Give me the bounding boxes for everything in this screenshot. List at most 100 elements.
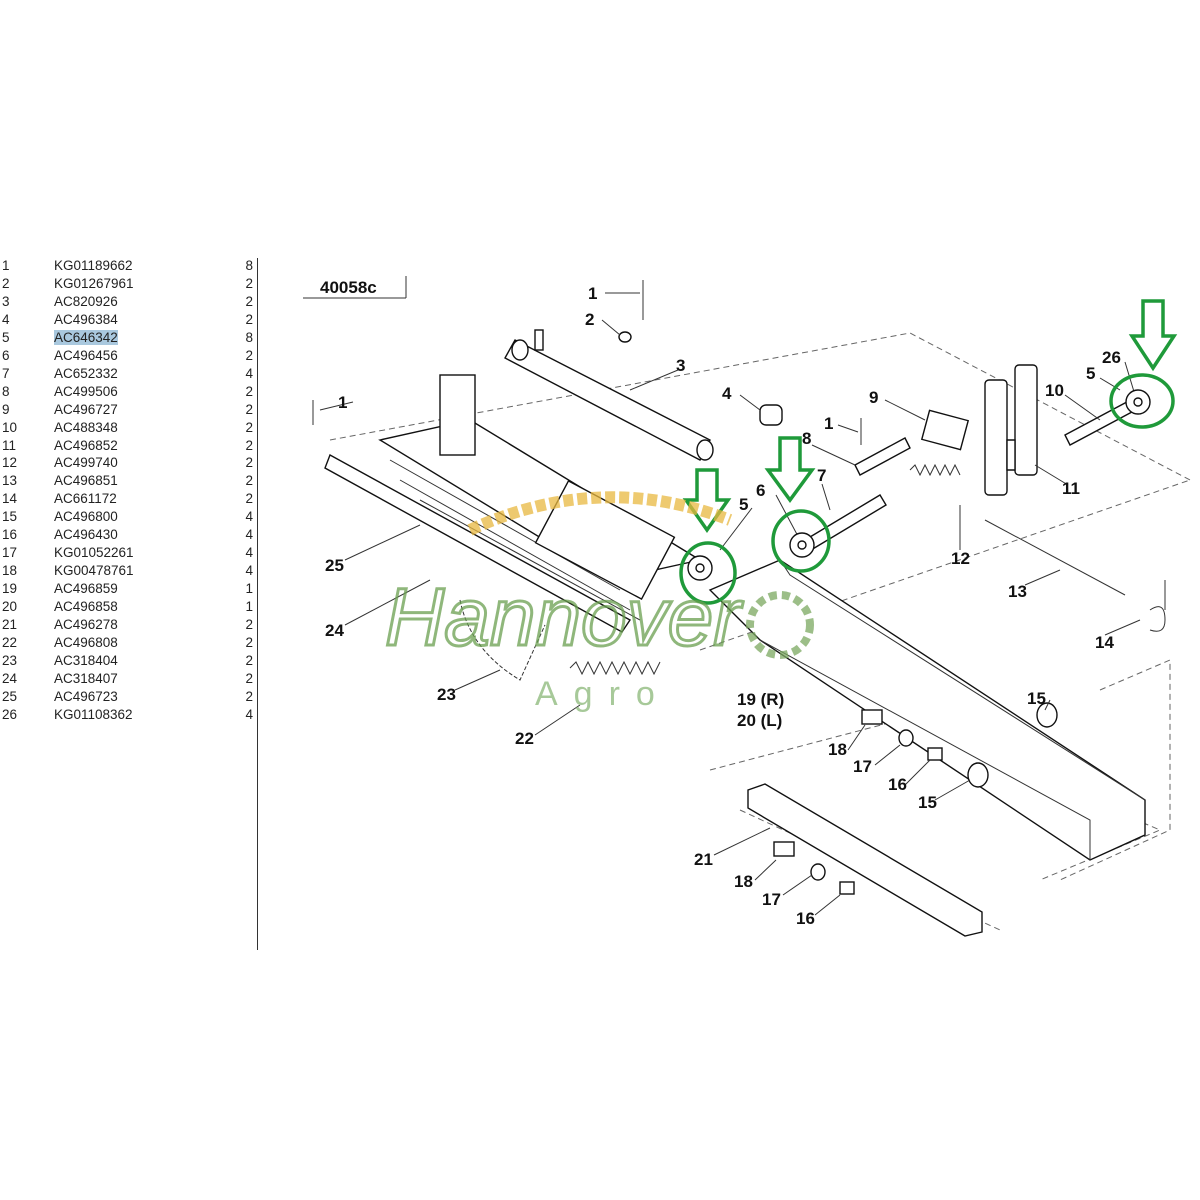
- callout: 17: [762, 890, 781, 909]
- quantity: 2: [245, 275, 253, 291]
- part-code[interactable]: AC496278: [54, 617, 118, 632]
- diagram-id: 40058c: [320, 278, 377, 297]
- parts-list-row[interactable]: 26 KG01108362 4: [0, 707, 258, 725]
- part-code[interactable]: KG01052261: [54, 545, 134, 561]
- part-code[interactable]: AC496808: [54, 634, 118, 650]
- position-number: 2: [2, 275, 10, 291]
- quantity: 2: [245, 347, 253, 363]
- pin: [804, 494, 887, 551]
- quantity: 2: [245, 652, 253, 668]
- spring: [909, 463, 961, 477]
- callout: 25: [325, 556, 344, 575]
- part-code[interactable]: AC661172: [54, 491, 117, 507]
- callout: 18: [734, 872, 753, 891]
- parts-list-row[interactable]: 2 KG01267961 2: [0, 276, 258, 294]
- position-number: 26: [2, 706, 18, 722]
- hydraulic-cylinder: [504, 329, 714, 461]
- callout: 6: [756, 481, 765, 500]
- parts-list-row[interactable]: 21 AC496278 2: [0, 617, 258, 635]
- part-code[interactable]: AC496456: [54, 347, 118, 363]
- part-code[interactable]: AC496727: [54, 401, 118, 417]
- highlight-circle: [771, 509, 831, 573]
- callout: 20 (L): [737, 711, 782, 730]
- position-number: 21: [2, 617, 18, 632]
- quantity: 2: [245, 437, 253, 453]
- quantity: 2: [245, 617, 253, 632]
- part-code[interactable]: AC499506: [54, 383, 118, 399]
- quantity: 2: [245, 383, 253, 399]
- callout: 13: [1008, 582, 1027, 601]
- part-code[interactable]: AC496384: [54, 311, 118, 327]
- part-code[interactable]: AC499740: [54, 455, 118, 471]
- part-code[interactable]: AC496852: [54, 437, 118, 453]
- position-number: 20: [2, 599, 18, 615]
- position-number: 17: [2, 545, 18, 561]
- callout: 16: [888, 775, 907, 794]
- watermark-logo: Hannover Agro: [384, 491, 814, 713]
- callout: 12: [951, 549, 970, 568]
- position-number: 18: [2, 563, 18, 579]
- position-number: 6: [2, 347, 10, 363]
- part-code[interactable]: AC318407: [54, 670, 118, 686]
- part-code[interactable]: KG01108362: [54, 706, 133, 722]
- quantity: 2: [245, 670, 253, 686]
- position-number: 16: [2, 527, 18, 543]
- position-number: 5: [2, 329, 10, 345]
- quantity: 2: [245, 491, 253, 507]
- part-code[interactable]: KG01189662: [54, 258, 133, 273]
- part-code[interactable]: KG00478761: [54, 563, 134, 579]
- quantity: 2: [245, 473, 253, 489]
- callout: 3: [676, 356, 685, 375]
- part-code[interactable]: AC496430: [54, 527, 118, 543]
- part-code[interactable]: AC496723: [54, 688, 118, 704]
- part-code[interactable]: AC646342: [54, 329, 118, 345]
- callout: 1: [588, 284, 597, 303]
- part-code[interactable]: AC652332: [54, 365, 118, 381]
- quantity: 4: [245, 706, 253, 722]
- position-number: 23: [2, 652, 18, 668]
- highlight-circle: [1109, 373, 1175, 429]
- part-code[interactable]: AC496851: [54, 473, 118, 489]
- part-code[interactable]: AC488348: [54, 419, 118, 435]
- part-code[interactable]: AC496800: [54, 509, 118, 525]
- parts-list-row[interactable]: 6 AC496456 2: [0, 348, 258, 366]
- link-bar: [324, 454, 632, 633]
- part-code[interactable]: AC820926: [54, 293, 118, 309]
- part-code[interactable]: AC496859: [54, 581, 118, 597]
- part-code[interactable]: KG01267961: [54, 275, 134, 291]
- callout: 11: [1062, 479, 1080, 498]
- callout: 2: [585, 310, 594, 329]
- quantity: 2: [245, 293, 253, 309]
- watermark-brand: Hannover: [385, 572, 744, 663]
- parts-list-row[interactable]: 23 AC318404 2: [0, 653, 258, 671]
- part-code[interactable]: AC496858: [54, 599, 118, 615]
- part-code[interactable]: AC318404: [54, 652, 118, 668]
- cable: [984, 519, 1126, 596]
- callout-labels: 1 2 3 4 1 9 1 8 7 6 5 26 5 10 11 12 13 1…: [325, 284, 1121, 928]
- callout: 5: [1086, 364, 1095, 383]
- quantity: 2: [245, 634, 253, 650]
- down-arrow-icon: [1128, 299, 1178, 372]
